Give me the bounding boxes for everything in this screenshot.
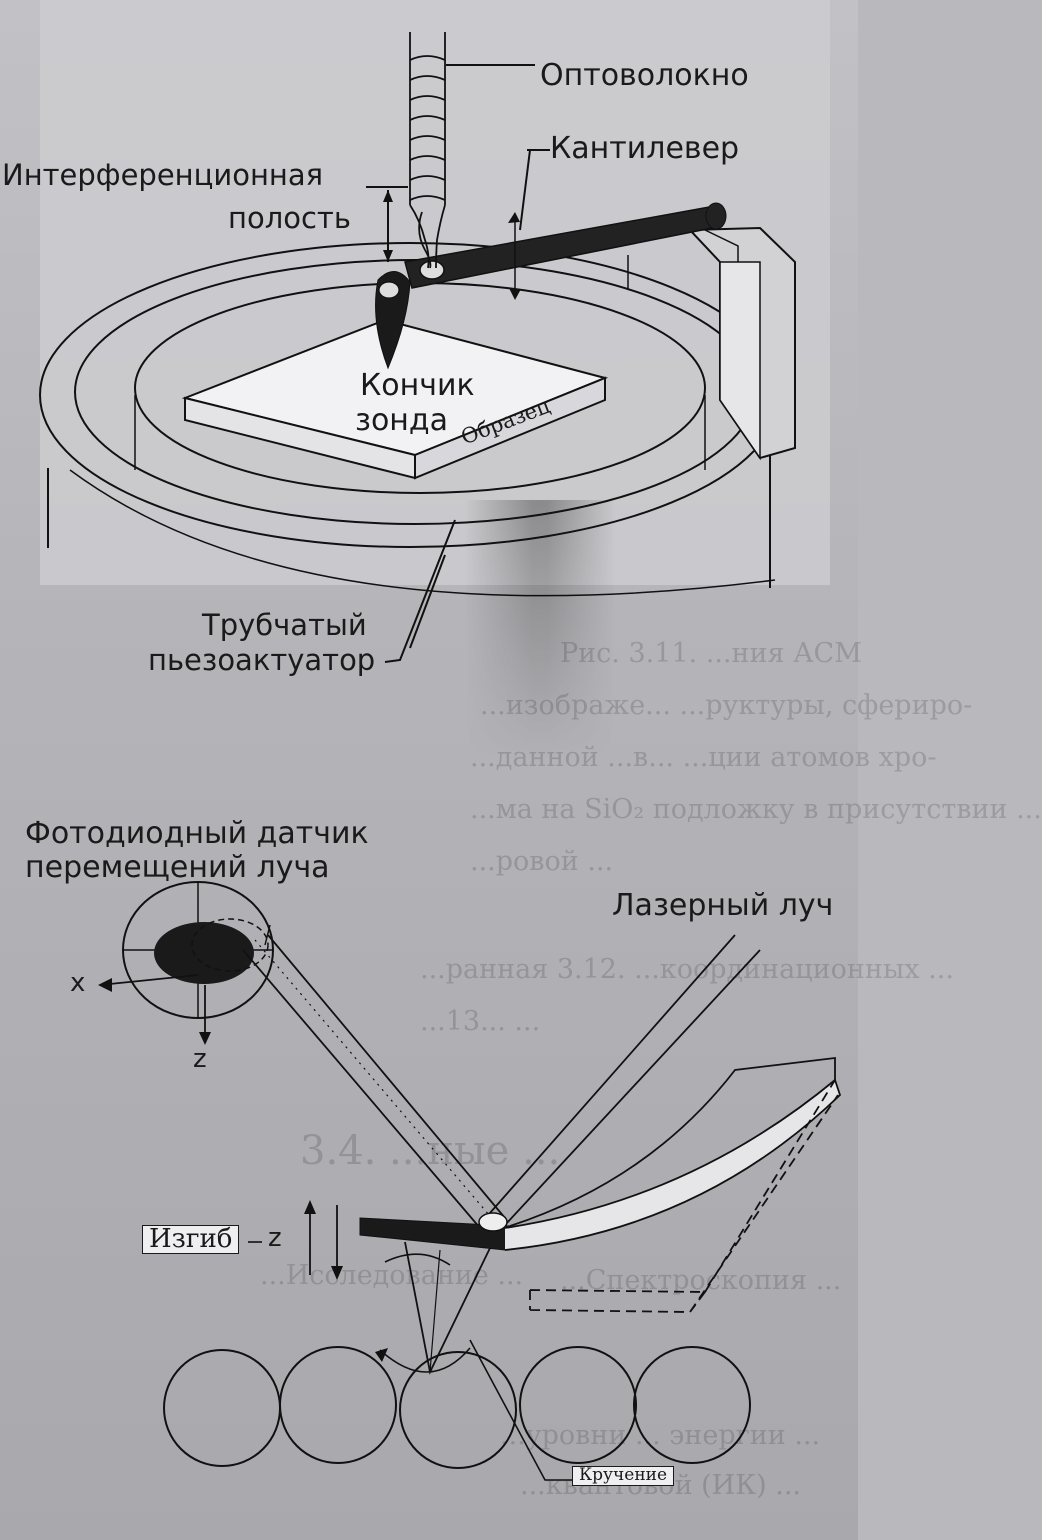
label-probe-tip-1: Кончик <box>360 368 475 403</box>
cantilever-mount <box>687 226 796 461</box>
x-axis-arrowhead <box>98 978 112 992</box>
bend-arrows <box>309 1205 338 1275</box>
label-axis-z: z <box>193 1044 207 1074</box>
label-interference-cavity-1: Интерференционная <box>2 158 324 192</box>
label-bend-axis: z <box>268 1223 282 1253</box>
label-piezo-tube-2: пьезоактуатор <box>148 643 376 677</box>
probe-highlight <box>378 281 400 299</box>
label-photodiode-2: перемещений луча <box>25 850 330 885</box>
label-optical-fiber: Оптоволокно <box>540 58 749 93</box>
sample-block <box>181 318 609 480</box>
bent-cantilever <box>359 1056 842 1313</box>
bend-arrow-down <box>331 1266 343 1280</box>
atom-row <box>163 1346 751 1469</box>
tube-shadow <box>465 500 615 760</box>
bend-arrow-up <box>304 1200 316 1214</box>
label-bend: Изгиб <box>142 1225 240 1255</box>
label-laser-beam: Лазерный луч <box>612 888 834 923</box>
reflected-beam <box>242 934 506 1229</box>
beam-figure <box>98 881 842 1481</box>
cantilever-end <box>705 202 727 230</box>
reflected-beam-center <box>254 939 496 1223</box>
rotation-arrow-top <box>384 1253 451 1266</box>
rotation-arrowhead <box>375 1348 388 1362</box>
torsion-leader <box>469 1339 572 1481</box>
laser-beam <box>481 934 761 1226</box>
label-torsion: Кручение <box>572 1466 675 1486</box>
label-cantilever: Кантилевер <box>550 131 740 166</box>
label-photodiode-1: Фотодиодный датчик <box>25 816 369 851</box>
afm-figure <box>39 0 830 760</box>
figure-canvas <box>39 0 842 1481</box>
z-axis-arrowhead <box>199 1032 211 1045</box>
tube-front-edge <box>69 469 776 597</box>
optical-fiber <box>409 32 446 269</box>
label-interference-cavity-2: полость <box>228 201 351 235</box>
beam-tip-edge <box>429 1249 441 1373</box>
label-probe-tip-2: зонда <box>355 403 449 438</box>
label-axis-x: x <box>70 968 86 998</box>
rotation-arrow-bottom <box>379 1347 471 1373</box>
label-piezo-tube-1: Трубчатый <box>202 608 367 642</box>
fiber-spot <box>419 260 445 280</box>
photodiode-detector <box>122 881 274 1019</box>
